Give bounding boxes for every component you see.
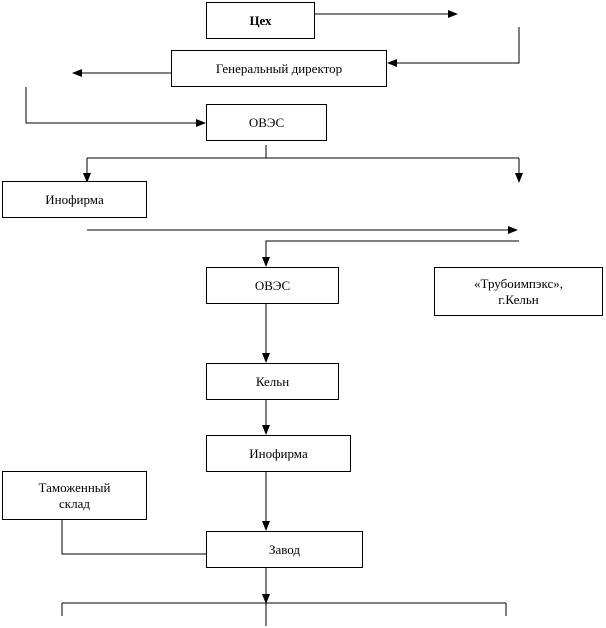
box-general-director-label: Генеральный директор bbox=[215, 60, 343, 76]
box-infirma-left-label: Инофирма bbox=[45, 191, 104, 207]
box-infirma-mid-label: Инофирма bbox=[249, 445, 308, 461]
box-oves-top-label: ОВЭС bbox=[248, 114, 285, 130]
box-truboimpeks: «Трубоимпэкс», г.Кельн bbox=[434, 267, 603, 316]
connector-left-to-oves bbox=[25, 87, 206, 127]
box-truboimpeks-line1: «Трубоимпэкс», bbox=[474, 275, 563, 291]
box-oves-mid: ОВЭС bbox=[206, 267, 339, 304]
connector-right-to-director bbox=[387, 27, 520, 67]
box-koln-label: Кельн bbox=[255, 373, 290, 389]
connector-right-to-oves-mid bbox=[262, 240, 519, 267]
box-infirma-mid: Инофирма bbox=[206, 435, 351, 472]
box-tsekh-label: Цех bbox=[249, 12, 272, 28]
box-truboimpeks-line2: г.Кельн bbox=[498, 291, 539, 307]
box-zavod: Завод bbox=[206, 531, 363, 568]
box-tsekh: Цех bbox=[206, 2, 315, 39]
connector-customs-to-zavod bbox=[61, 520, 206, 555]
box-zavod-label: Завод bbox=[268, 541, 301, 557]
box-customs-warehouse: Таможенный склад bbox=[2, 471, 147, 520]
box-general-director: Генеральный директор bbox=[171, 50, 387, 87]
box-koln: Кельн bbox=[206, 363, 339, 400]
box-oves-top: ОВЭС bbox=[206, 104, 327, 141]
box-customs-warehouse-line2: склад bbox=[59, 495, 90, 511]
box-infirma-left: Инофирма bbox=[2, 181, 147, 218]
box-oves-mid-label: ОВЭС bbox=[254, 277, 291, 293]
box-customs-warehouse-line1: Таможенный bbox=[38, 479, 111, 495]
